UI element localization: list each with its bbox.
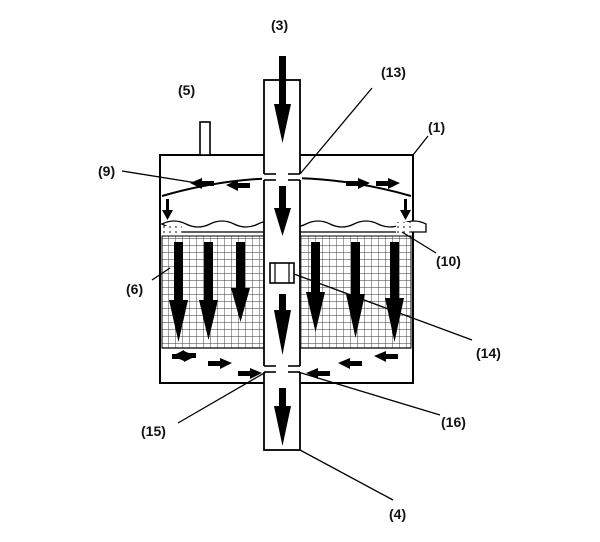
outlet-arrow (274, 388, 291, 446)
bottom-flow-arrows (172, 350, 398, 379)
side-flow-arrows (162, 199, 411, 220)
flow-valve (269, 262, 295, 284)
lower-port (262, 366, 302, 372)
label-4: (4) (389, 506, 406, 522)
label-16: (16) (441, 414, 466, 430)
leader-lines (121, 87, 473, 501)
upper-port (262, 174, 302, 180)
inlet-arrow (274, 56, 291, 143)
dome-flow-arrows (190, 178, 400, 191)
foam-right (396, 222, 411, 238)
label-5: (5) (178, 82, 195, 98)
label-1: (1) (428, 119, 445, 135)
label-15: (15) (141, 423, 166, 439)
vent-pipe (199, 121, 211, 156)
label-13: (13) (381, 64, 406, 80)
label-6: (6) (126, 281, 143, 297)
label-3: (3) (271, 17, 288, 33)
label-14: (14) (476, 345, 501, 361)
label-9: (9) (98, 163, 115, 179)
tube-arrow-upper (274, 186, 291, 236)
label-10: (10) (436, 253, 461, 269)
tube-arrow-lower (274, 294, 291, 355)
filter-flow-arrows (169, 242, 404, 342)
